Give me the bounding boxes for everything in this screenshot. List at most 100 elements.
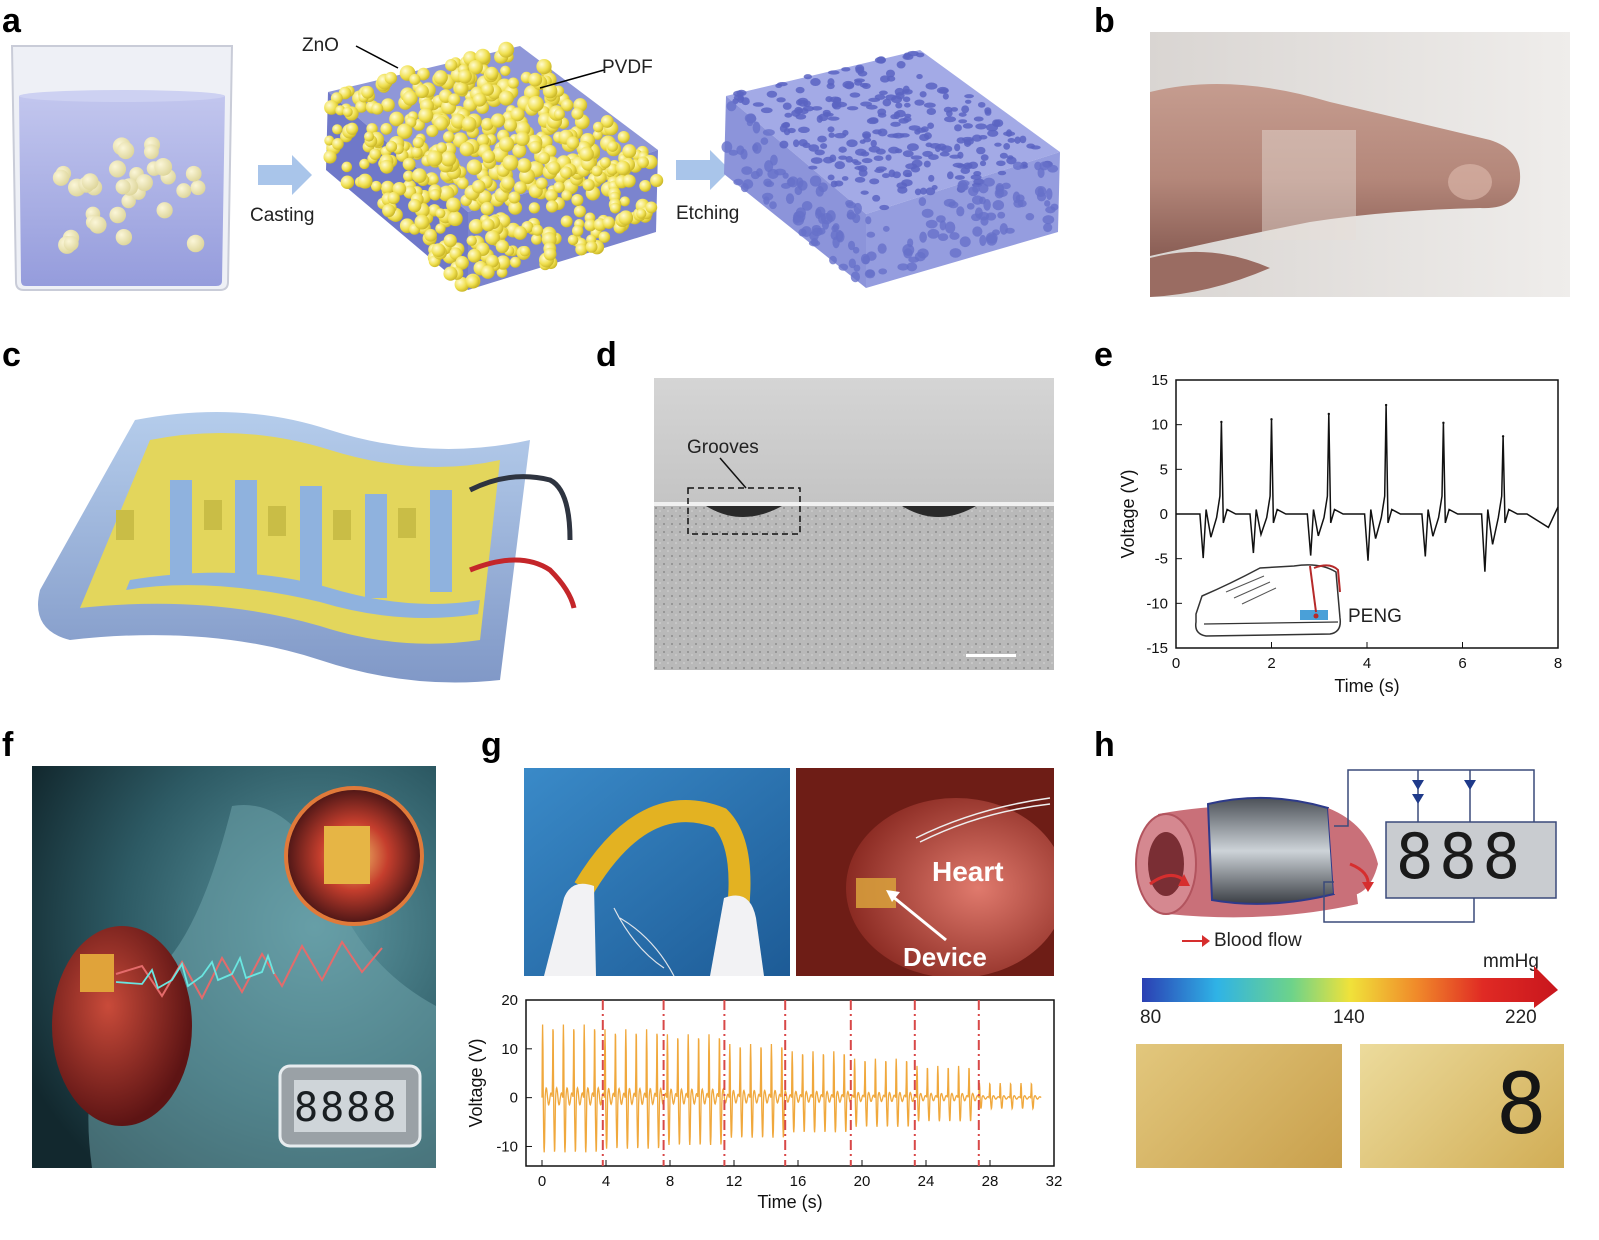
pore xyxy=(972,134,983,142)
pore xyxy=(838,263,849,271)
zno-particle xyxy=(498,41,515,58)
zno-particle xyxy=(528,202,540,214)
pore xyxy=(992,200,1005,211)
pore xyxy=(890,121,901,127)
pore xyxy=(787,127,796,134)
pore xyxy=(925,142,933,148)
finger-photo xyxy=(1150,32,1570,297)
pore xyxy=(980,154,989,161)
pore xyxy=(943,106,953,113)
pore xyxy=(925,219,938,229)
pore xyxy=(827,126,835,133)
zno-particle xyxy=(495,239,510,254)
zno-particle xyxy=(361,85,374,99)
pore xyxy=(923,102,936,108)
pore xyxy=(1045,206,1056,214)
zno-particle xyxy=(387,191,400,205)
pore xyxy=(733,178,744,186)
zno-particle xyxy=(622,174,636,188)
pore xyxy=(972,226,983,237)
zno-particle xyxy=(409,73,421,86)
pore xyxy=(878,268,888,275)
pore xyxy=(776,97,786,103)
voltage-series-line xyxy=(1176,404,1559,572)
casting-label: Casting xyxy=(250,205,315,226)
zno-particle xyxy=(485,230,501,246)
zno-particle xyxy=(461,116,477,132)
pore xyxy=(802,142,811,149)
pore xyxy=(766,90,778,98)
pore xyxy=(992,229,1000,236)
pore xyxy=(976,146,986,155)
zno-particle xyxy=(154,158,173,176)
zno-particle xyxy=(585,241,598,253)
zno-particle xyxy=(443,131,455,143)
pore xyxy=(945,221,956,234)
zno-particle xyxy=(341,161,353,173)
zno-particle xyxy=(402,157,416,171)
pore xyxy=(958,183,969,191)
pore xyxy=(862,133,871,139)
zno-particle xyxy=(345,122,359,135)
pore xyxy=(906,143,919,152)
pore xyxy=(999,152,1008,159)
zno-particle xyxy=(411,168,427,184)
pore xyxy=(787,176,799,188)
pore xyxy=(795,86,805,94)
pore xyxy=(760,107,773,114)
pore xyxy=(937,233,949,242)
pore xyxy=(962,123,973,129)
zno-particle xyxy=(619,196,630,207)
pore xyxy=(916,127,927,133)
zno-particle xyxy=(582,178,595,192)
pore xyxy=(1007,155,1014,160)
x-tick-label: 8 xyxy=(666,1173,674,1190)
zno-particle xyxy=(454,82,468,96)
pore xyxy=(742,179,754,189)
pore xyxy=(923,132,932,140)
zno-particle xyxy=(490,113,506,128)
pore xyxy=(916,74,923,80)
zno-particle xyxy=(519,245,531,257)
pore xyxy=(895,92,905,100)
zno-particle xyxy=(340,175,355,190)
lcd-photo-off xyxy=(1136,1044,1342,1168)
zno-particle xyxy=(537,151,551,165)
pore xyxy=(956,206,965,217)
lcd-photo-on xyxy=(1360,1044,1564,1168)
pore xyxy=(829,255,837,265)
scale-tick-140: 140 xyxy=(1333,1007,1365,1028)
pore xyxy=(741,97,750,106)
pore xyxy=(847,240,856,251)
zno-particle xyxy=(500,65,511,77)
y-tick-label: -10 xyxy=(496,1138,518,1155)
pore xyxy=(935,215,946,223)
zno-particle xyxy=(531,224,544,236)
zno-particle xyxy=(636,208,647,219)
zno-particle xyxy=(429,188,441,201)
pore xyxy=(784,112,793,118)
zno-particle xyxy=(457,69,472,84)
pore xyxy=(872,129,882,135)
zno-particle xyxy=(417,67,430,81)
y-tick-label: -15 xyxy=(1146,640,1168,657)
zno-particle xyxy=(531,233,543,245)
pore xyxy=(831,101,839,109)
panel-label-g: g xyxy=(481,726,502,764)
zno-particle xyxy=(457,177,469,190)
pore xyxy=(902,244,915,256)
pore xyxy=(939,220,947,231)
zno-particle xyxy=(156,202,173,219)
pore xyxy=(1039,161,1049,171)
zno-particle xyxy=(448,93,461,106)
pore xyxy=(919,91,927,98)
pore xyxy=(874,56,886,64)
pore xyxy=(827,174,835,181)
zno-particle xyxy=(615,160,631,176)
zno-particle xyxy=(443,233,457,248)
pore xyxy=(826,210,836,222)
x-tick-label: 32 xyxy=(1046,1173,1063,1190)
zno-particle xyxy=(384,71,398,85)
blood-vessel-sensor-illustration xyxy=(1135,769,1557,923)
x-axis-label: Time (s) xyxy=(1334,676,1399,696)
